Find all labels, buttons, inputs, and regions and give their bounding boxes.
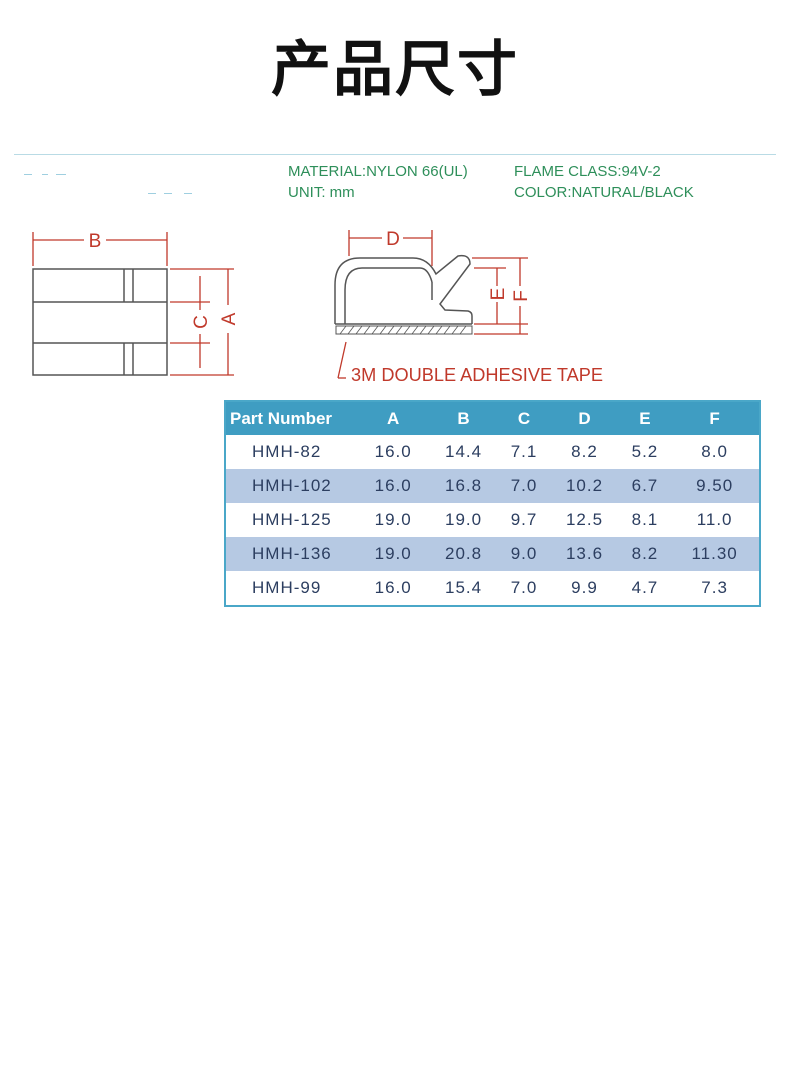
cell-b: 20.8: [428, 537, 499, 571]
cell-c: 7.1: [510, 442, 538, 461]
cell-f: 9.50: [670, 469, 760, 503]
dimension-label-e: E: [488, 288, 509, 301]
cell-e: 6.7: [619, 469, 671, 503]
faint-dash-mark: [148, 193, 156, 194]
column-header-part-number: Part Number: [225, 401, 358, 435]
front-view: [32, 268, 168, 376]
cell-f: 11.30: [670, 537, 760, 571]
table-row: HMH-102 16.0 16.8 7.0 10.2 6.7 9.50: [225, 469, 760, 503]
adhesive-tape-hatch: [335, 325, 473, 335]
cell-part-number: HMH-125: [252, 510, 332, 529]
side-view: [334, 254, 473, 325]
faint-dash-mark: [184, 193, 192, 194]
cell-e: 8.2: [619, 537, 671, 571]
cell-d: 10.2: [549, 469, 620, 503]
column-header-e: E: [619, 401, 671, 435]
cell-d: 9.9: [571, 578, 598, 597]
table-row: HMH-82 16.0 14.4 7.1 8.2 5.2 8.0: [225, 435, 760, 469]
cell-a: 16.0: [358, 469, 429, 503]
dimension-label-a: A: [219, 312, 240, 325]
cell-a: 19.0: [358, 537, 429, 571]
cell-part-number: HMH-136: [225, 537, 358, 571]
cell-c: 9.7: [510, 510, 538, 529]
color-spec: COLOR:NATURAL/BLACK: [514, 184, 694, 201]
cell-part-number: HMH-82: [252, 442, 322, 461]
cell-part-number: HMH-99: [252, 578, 322, 597]
cell-e: 8.1: [631, 510, 659, 529]
column-header-f: F: [670, 401, 760, 435]
dimension-label-c: C: [191, 315, 212, 329]
cell-b: 19.0: [445, 510, 483, 529]
cell-b: 16.8: [428, 469, 499, 503]
page-title: 产品尺寸: [271, 35, 519, 105]
cell-d: 12.5: [565, 510, 604, 529]
cell-d: 8.2: [571, 442, 598, 461]
cell-f: 11.0: [696, 510, 733, 529]
dimension-drawing: B A C: [32, 229, 603, 385]
table-header-row: Part Number A B C D E F: [225, 401, 760, 435]
cell-b: 15.4: [445, 578, 483, 597]
cell-b: 14.4: [445, 442, 483, 461]
faint-dash-mark: [42, 174, 48, 175]
table-row: HMH-125 19.0 19.0 9.7 12.5 8.1 11.0: [225, 503, 760, 537]
cell-e: 4.7: [631, 578, 659, 597]
table-row: HMH-136 19.0 20.8 9.0 13.6 8.2 11.30: [225, 537, 760, 571]
side-view-dimensions: [337, 230, 528, 379]
cell-a: 19.0: [374, 510, 412, 529]
dimension-label-b: B: [89, 231, 102, 252]
tape-note: 3M DOUBLE ADHESIVE TAPE: [351, 365, 603, 385]
faint-dash-mark: [24, 174, 32, 175]
cell-e: 5.2: [631, 442, 659, 461]
front-view-dimensions: [32, 232, 234, 376]
column-header-b: B: [428, 401, 499, 435]
cell-part-number: HMH-102: [225, 469, 358, 503]
cell-f: 8.0: [701, 442, 728, 461]
column-header-a: A: [358, 401, 429, 435]
column-header-d: D: [549, 401, 620, 435]
cell-c: 9.0: [498, 537, 550, 571]
faint-dash-mark: [164, 193, 172, 194]
cell-f: 7.3: [701, 578, 728, 597]
cell-c: 7.0: [510, 578, 538, 597]
cell-a: 16.0: [374, 578, 412, 597]
cell-c: 7.0: [498, 469, 550, 503]
material-spec: MATERIAL:NYLON 66(UL): [288, 163, 468, 180]
dimension-label-f: F: [511, 290, 532, 302]
column-header-c: C: [498, 401, 550, 435]
flame-class-spec: FLAME CLASS:94V-2: [514, 163, 661, 180]
faint-dash-mark: [56, 174, 66, 175]
dimensions-table: Part Number A B C D E F HMH-82 16.0 14.4…: [224, 400, 761, 607]
divider-line: [14, 154, 776, 155]
dimension-label-d: D: [386, 229, 400, 250]
cell-d: 13.6: [549, 537, 620, 571]
cell-a: 16.0: [374, 442, 412, 461]
table-row: HMH-99 16.0 15.4 7.0 9.9 4.7 7.3: [225, 571, 760, 606]
unit-spec: UNIT: mm: [288, 184, 355, 201]
